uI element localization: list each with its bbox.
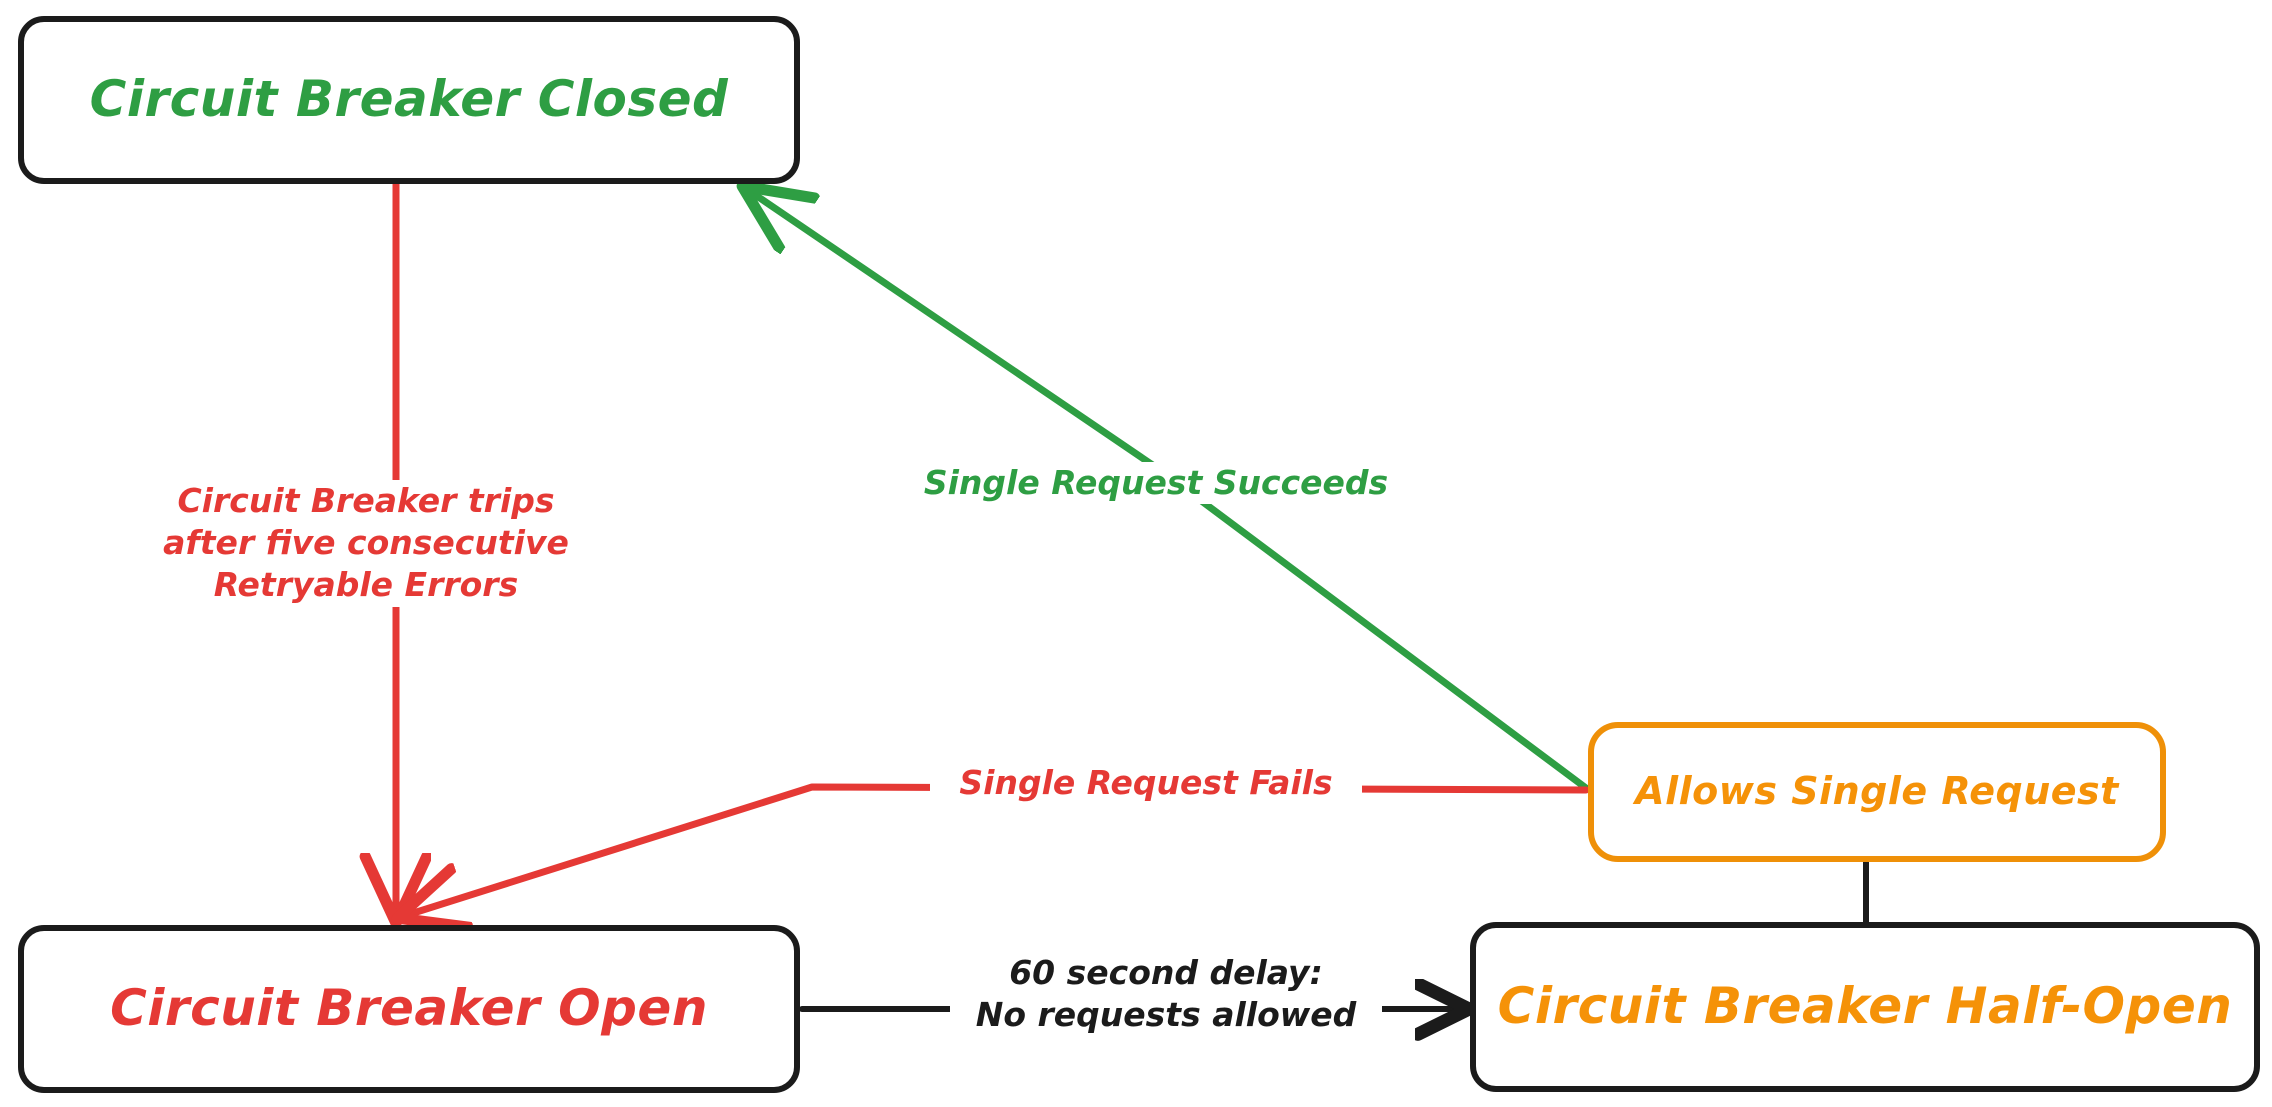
node-circuit-breaker-half-open-label: Circuit Breaker Half-Open (1497, 977, 2233, 1036)
node-circuit-breaker-open-label: Circuit Breaker Open (110, 979, 708, 1038)
node-circuit-breaker-closed[interactable]: Circuit Breaker Closed (18, 16, 800, 184)
node-circuit-breaker-closed-label: Circuit Breaker Closed (89, 70, 729, 129)
node-allows-single-request[interactable]: Allows Single Request (1588, 722, 2166, 862)
edge-allows-to-open (404, 783, 1590, 916)
edge-label-circuit-breaker-trips: Circuit Breaker trips after five consecu… (140, 480, 592, 607)
node-circuit-breaker-open[interactable]: Circuit Breaker Open (18, 925, 800, 1093)
node-allows-single-request-label: Allows Single Request (1635, 769, 2119, 814)
edge-label-60-second-delay: 60 second delay: No requests allowed (950, 952, 1382, 1037)
edge-label-single-request-succeeds: Single Request Succeeds (900, 462, 1412, 505)
edge-label-single-request-fails: Single Request Fails (930, 762, 1362, 805)
node-circuit-breaker-half-open[interactable]: Circuit Breaker Half-Open (1470, 922, 2260, 1092)
